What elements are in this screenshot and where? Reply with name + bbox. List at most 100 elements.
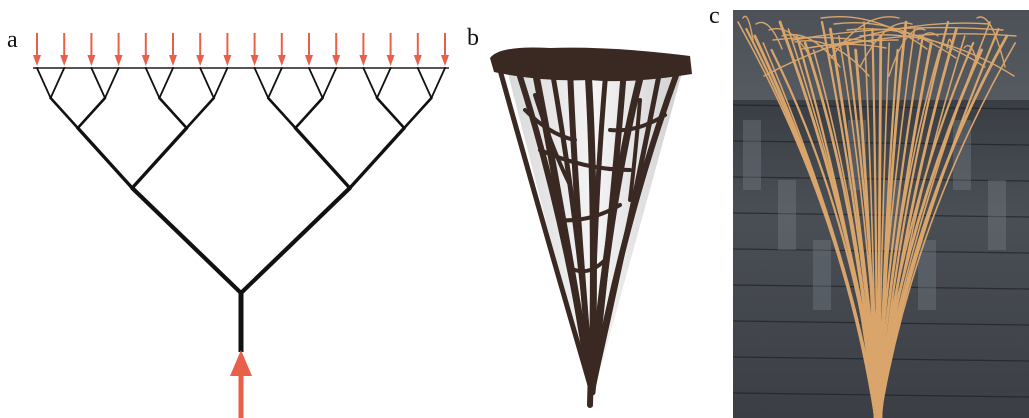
- fiber-strand: [871, 27, 879, 418]
- load-arrow: [386, 33, 395, 66]
- tree-branch: [76, 126, 134, 190]
- dark-tree-model-image: [480, 0, 720, 418]
- wall-highlight: [953, 120, 971, 190]
- tree-branch: [294, 96, 324, 130]
- organic-tie: [628, 98, 642, 202]
- fiber-mat: [976, 16, 1006, 68]
- tree-branch: [430, 67, 446, 99]
- tree-branch: [158, 96, 188, 130]
- load-arrow: [196, 33, 205, 66]
- tree-branch: [293, 126, 352, 190]
- tree-branch: [199, 67, 215, 99]
- load-arrow: [33, 33, 41, 66]
- tree-branch: [402, 96, 433, 130]
- panel-c-label: c: [709, 3, 720, 29]
- tree-branch: [130, 126, 189, 190]
- fiber-mat: [963, 44, 977, 59]
- branching-tree-diagram: [33, 33, 449, 418]
- wall-highlight: [988, 180, 1006, 250]
- load-arrow: [332, 33, 341, 66]
- tree-branch: [375, 96, 406, 130]
- fiber-mat: [830, 16, 900, 59]
- tree-branch: [144, 67, 161, 99]
- panel-c-photo: [733, 10, 1029, 418]
- fiber-strand: [873, 41, 975, 418]
- load-arrow: [169, 33, 177, 66]
- fiber-strand: [803, 41, 878, 418]
- reaction-arrow-head: [230, 350, 252, 376]
- panel-a-diagram: [0, 0, 480, 418]
- organic-tie: [573, 258, 607, 274]
- tree-branch: [76, 96, 107, 130]
- organic-tie: [538, 148, 632, 172]
- tree-branch: [308, 67, 324, 99]
- fiber-strand: [879, 42, 1016, 418]
- organic-branch: [497, 67, 595, 395]
- tree-branch: [253, 67, 270, 99]
- tree-branch: [266, 96, 297, 130]
- tree-branches: [33, 67, 449, 352]
- organic-branch: [567, 67, 595, 395]
- load-arrow: [114, 33, 123, 66]
- organic-tie: [533, 93, 572, 187]
- tree-branch: [376, 67, 392, 99]
- wall-highlight: [918, 240, 936, 310]
- panel-a-label: a: [7, 27, 18, 53]
- tree-branch: [212, 67, 229, 99]
- load-arrow: [223, 33, 232, 66]
- load-arrow: [305, 33, 313, 66]
- load-arrow: [413, 33, 422, 66]
- organic-branch: [589, 67, 681, 395]
- load-arrow: [250, 33, 259, 66]
- organic-tie: [523, 108, 577, 142]
- tree-branch: [238, 185, 352, 296]
- fiber-mat: [781, 34, 841, 68]
- tree-branch: [49, 96, 80, 130]
- load-arrow: [277, 33, 286, 66]
- fiber-strand: [795, 34, 877, 418]
- reaction-arrow: [230, 350, 252, 418]
- fiber-mat: [946, 38, 952, 50]
- fiber-mat: [821, 33, 1017, 50]
- fiber-mat: [888, 28, 926, 77]
- fiber-mat: [792, 26, 1004, 41]
- fiber-strand: [876, 21, 991, 418]
- organic-branch: [588, 66, 646, 396]
- panel-b-label: b: [467, 25, 479, 51]
- tree-branch: [49, 67, 66, 99]
- wall-highlight: [743, 120, 761, 190]
- load-arrow: [60, 33, 69, 66]
- wall-highlight: [778, 180, 796, 250]
- panel-b-photo: [480, 0, 720, 418]
- fiber-mat: [859, 34, 1015, 77]
- tree-branch: [130, 185, 244, 296]
- fiber-tree-model-image: [733, 10, 1029, 418]
- wall-highlight: [813, 240, 831, 310]
- fiber-strand: [854, 48, 877, 418]
- load-arrow: [141, 33, 150, 66]
- fiber-strand: [863, 21, 877, 418]
- tree-branch: [185, 96, 216, 130]
- tree-branch: [267, 67, 283, 99]
- fiber-mat: [742, 15, 754, 41]
- organic-branch: [531, 66, 596, 396]
- tree-branch: [416, 67, 433, 99]
- load-arrow: [441, 33, 449, 66]
- fiber-mat: [820, 15, 928, 50]
- load-arrow: [359, 33, 368, 66]
- load-arrows: [33, 33, 449, 66]
- organic-trunk: [587, 327, 595, 408]
- wall-seam: [733, 212, 1029, 218]
- organic-tie: [558, 203, 622, 223]
- fiber-strand: [874, 34, 924, 418]
- tree-branch: [158, 67, 174, 99]
- tree-branch: [104, 67, 120, 99]
- fiber-strand: [877, 34, 1009, 418]
- fiber-strand: [874, 28, 916, 418]
- fiber-mat: [763, 22, 991, 77]
- wall-seam: [733, 248, 1029, 254]
- tree-branch: [36, 67, 52, 99]
- tree-branch: [321, 67, 338, 99]
- tree-branch: [348, 126, 406, 190]
- fiber-mat: [755, 21, 783, 50]
